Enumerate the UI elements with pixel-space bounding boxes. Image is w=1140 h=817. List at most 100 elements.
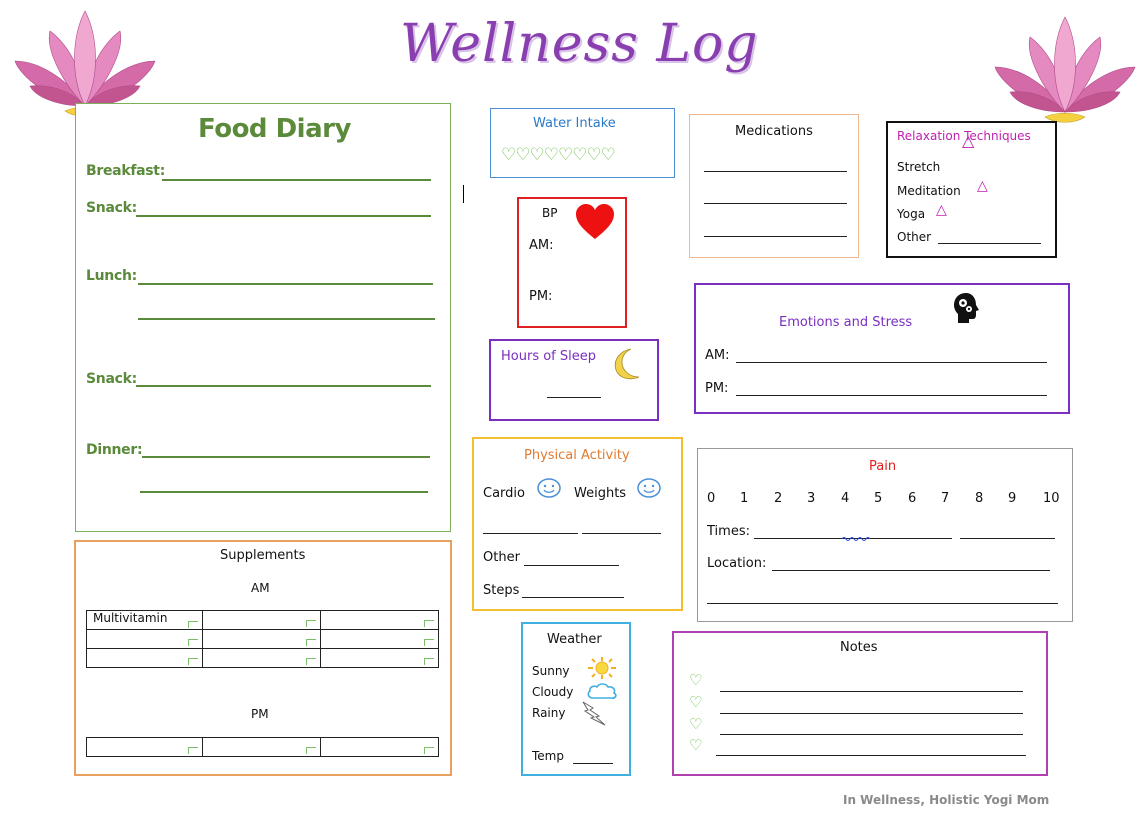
pain-scale-5[interactable]: 5 xyxy=(874,491,883,506)
breakfast-line[interactable] xyxy=(162,179,431,181)
checkbox-icon[interactable] xyxy=(188,621,198,628)
heart-checkbox-icon[interactable]: ♡ xyxy=(689,715,703,733)
pain-scale-2[interactable]: 2 xyxy=(774,491,783,506)
checkbox-icon[interactable] xyxy=(306,620,316,627)
relaxation-item-stretch: Stretch xyxy=(897,160,941,174)
emotions-am-line[interactable] xyxy=(736,362,1047,363)
table-cell[interactable] xyxy=(86,648,203,668)
medication-line-1[interactable] xyxy=(704,171,847,172)
activity-steps-line[interactable] xyxy=(522,597,624,598)
supplements-pm-table xyxy=(86,737,439,757)
lunch-line[interactable] xyxy=(138,283,433,285)
table-cell[interactable] xyxy=(320,648,439,668)
relaxation-item-yoga: Yoga xyxy=(897,207,926,221)
heart-checkbox-icon[interactable]: ♡ xyxy=(689,671,703,689)
checkbox-icon[interactable] xyxy=(188,747,198,754)
pain-scale-6[interactable]: 6 xyxy=(908,491,917,506)
pain-scale-1[interactable]: 1 xyxy=(740,491,749,506)
supplements-pm-label: PM xyxy=(251,707,269,721)
table-cell[interactable] xyxy=(320,610,439,630)
table-cell[interactable] xyxy=(202,648,321,668)
pain-scale-3[interactable]: 3 xyxy=(807,491,816,506)
medications-title: Medications xyxy=(735,124,813,139)
relaxation-item-other: Other xyxy=(897,230,932,244)
weights-line[interactable] xyxy=(582,533,661,534)
table-cell[interactable] xyxy=(202,629,321,649)
notes-line-4[interactable] xyxy=(716,755,1026,756)
pain-times-line-2[interactable] xyxy=(960,538,1055,539)
weather-temp-line[interactable] xyxy=(573,763,613,764)
heart-checkbox-icon[interactable]: ♡ xyxy=(689,693,703,711)
checkbox-icon[interactable] xyxy=(188,639,198,646)
pain-times-label: Times: xyxy=(707,524,750,539)
pain-scale-10[interactable]: 10 xyxy=(1043,491,1060,506)
bp-pm-label: PM: xyxy=(529,289,553,304)
notes-line-3[interactable] xyxy=(720,734,1023,735)
medication-line-3[interactable] xyxy=(704,236,847,237)
pain-scale-4[interactable]: 4 xyxy=(841,491,850,506)
checkbox-icon[interactable] xyxy=(188,658,198,665)
table-cell[interactable] xyxy=(320,629,439,649)
smiley-icon xyxy=(537,478,561,498)
table-cell[interactable]: Multivitamin xyxy=(86,610,203,630)
triangle-icon: △ xyxy=(962,131,975,150)
notes-line-2[interactable] xyxy=(720,713,1023,714)
checkbox-icon[interactable] xyxy=(306,747,316,754)
snack2-line[interactable] xyxy=(136,385,431,387)
bp-panel: BP AM: PM: xyxy=(517,197,627,328)
checkbox-icon[interactable] xyxy=(306,658,316,665)
table-cell[interactable] xyxy=(202,610,321,630)
weather-temp-label: Temp xyxy=(532,749,564,763)
dinner-line-2[interactable] xyxy=(140,491,428,493)
pain-location-line-2[interactable] xyxy=(707,603,1058,604)
supplements-am-label: AM xyxy=(251,581,270,595)
table-cell[interactable] xyxy=(320,737,439,757)
sleep-panel: Hours of Sleep xyxy=(489,339,659,421)
pain-scale-8[interactable]: 8 xyxy=(975,491,984,506)
dinner-line[interactable] xyxy=(142,456,430,458)
pain-location-line[interactable] xyxy=(772,570,1050,571)
pain-scale-7[interactable]: 7 xyxy=(941,491,950,506)
emotions-pm-line[interactable] xyxy=(736,395,1047,396)
emotions-title: Emotions and Stress xyxy=(779,315,913,330)
pain-scale-0[interactable]: 0 xyxy=(707,491,716,506)
table-cell[interactable] xyxy=(202,737,321,757)
checkbox-icon[interactable] xyxy=(424,747,434,754)
checkbox-icon[interactable] xyxy=(424,639,434,646)
pain-scale-9[interactable]: 9 xyxy=(1008,491,1017,506)
medication-line-2[interactable] xyxy=(704,203,847,204)
weather-rainy-label: Rainy xyxy=(532,706,566,720)
table-cell[interactable] xyxy=(86,737,203,757)
supplements-panel: Supplements AM Multivitamin PM xyxy=(74,540,452,776)
food-diary-panel: Food Diary Breakfast: Snack: Lunch: Snac… xyxy=(75,103,451,532)
lotus-icon xyxy=(14,10,156,117)
cardio-line[interactable] xyxy=(483,533,578,534)
heart-checkbox-icon[interactable]: ♡ xyxy=(689,736,703,754)
activity-other-label: Other xyxy=(483,550,520,565)
physical-activity-panel: Physical Activity Cardio Weights Other S… xyxy=(472,437,683,611)
relaxation-panel: Relaxation Techniques △ Stretch Meditati… xyxy=(886,121,1057,258)
supplements-title: Supplements xyxy=(220,548,306,563)
checkbox-icon[interactable] xyxy=(424,620,434,627)
table-row xyxy=(86,648,439,668)
emotions-panel: Emotions and Stress AM: PM: xyxy=(694,283,1070,414)
water-intake-panel: Water Intake ♡♡♡♡♡♡♡♡ xyxy=(490,108,675,178)
pain-title: Pain xyxy=(869,459,897,474)
table-row: Multivitamin xyxy=(86,610,439,630)
smiley-icon xyxy=(637,478,661,498)
activity-other-line[interactable] xyxy=(524,565,619,566)
snack2-label: Snack: xyxy=(86,371,137,387)
checkbox-icon[interactable] xyxy=(306,639,316,646)
emotions-pm-label: PM: xyxy=(705,381,729,396)
snack1-line[interactable] xyxy=(136,215,431,217)
footer-credit: In Wellness, Holistic Yogi Mom xyxy=(843,793,1050,807)
checkbox-icon[interactable] xyxy=(424,658,434,665)
sleep-line[interactable] xyxy=(547,397,601,398)
water-hearts[interactable]: ♡♡♡♡♡♡♡♡ xyxy=(501,145,616,165)
table-cell[interactable] xyxy=(86,629,203,649)
notes-line-1[interactable] xyxy=(720,691,1023,692)
lunch-line-2[interactable] xyxy=(138,318,435,320)
relaxation-other-line[interactable] xyxy=(938,243,1041,244)
medications-panel: Medications xyxy=(689,114,859,258)
pain-location-label: Location: xyxy=(707,556,767,571)
